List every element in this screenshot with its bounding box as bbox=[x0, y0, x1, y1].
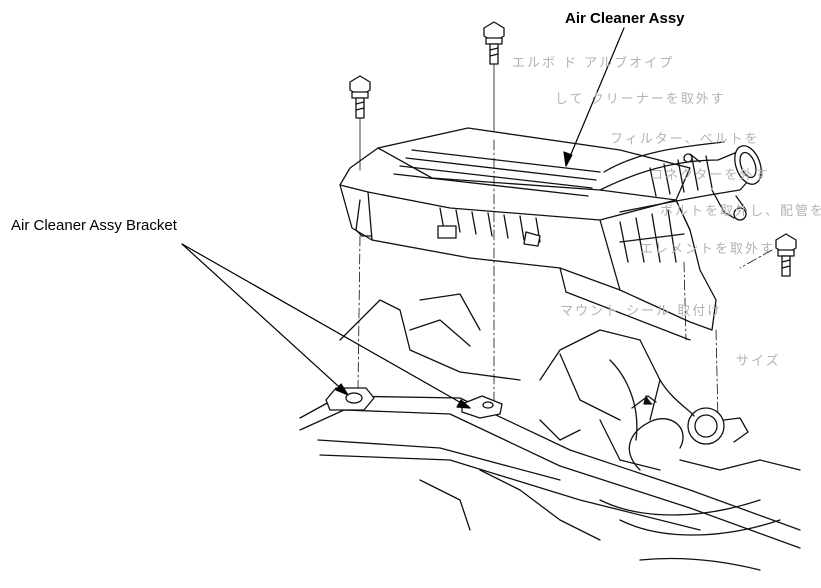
background-text-line: フィルター、ベルトを bbox=[610, 132, 760, 147]
background-text-line: ボルトを取外し、配管を bbox=[660, 204, 821, 219]
bolt-left bbox=[349, 75, 371, 171]
intake-duct bbox=[599, 141, 762, 221]
callout-leaders bbox=[181, 27, 625, 409]
bolt-top bbox=[483, 21, 505, 141]
label-air-cleaner-assy-bracket: Air Cleaner Assy Bracket bbox=[11, 217, 177, 234]
background-text-line: サイズ bbox=[736, 354, 781, 369]
background-text-line: エレメントを取外す bbox=[640, 242, 776, 257]
guide-lines bbox=[357, 139, 773, 421]
label-air-cleaner-assy: Air Cleaner Assy bbox=[565, 10, 685, 27]
background-text-line: マウント シール 取付け bbox=[560, 304, 723, 319]
bolt-right bbox=[775, 233, 797, 277]
background-text-line: して クリーナーを取外す bbox=[555, 92, 726, 107]
engine-bay bbox=[299, 293, 801, 571]
background-text-line: コネクターを外す bbox=[650, 168, 770, 183]
background-text-line: エルボ ド アルブオイプ bbox=[512, 56, 675, 71]
air-cleaner-housing bbox=[339, 127, 717, 341]
